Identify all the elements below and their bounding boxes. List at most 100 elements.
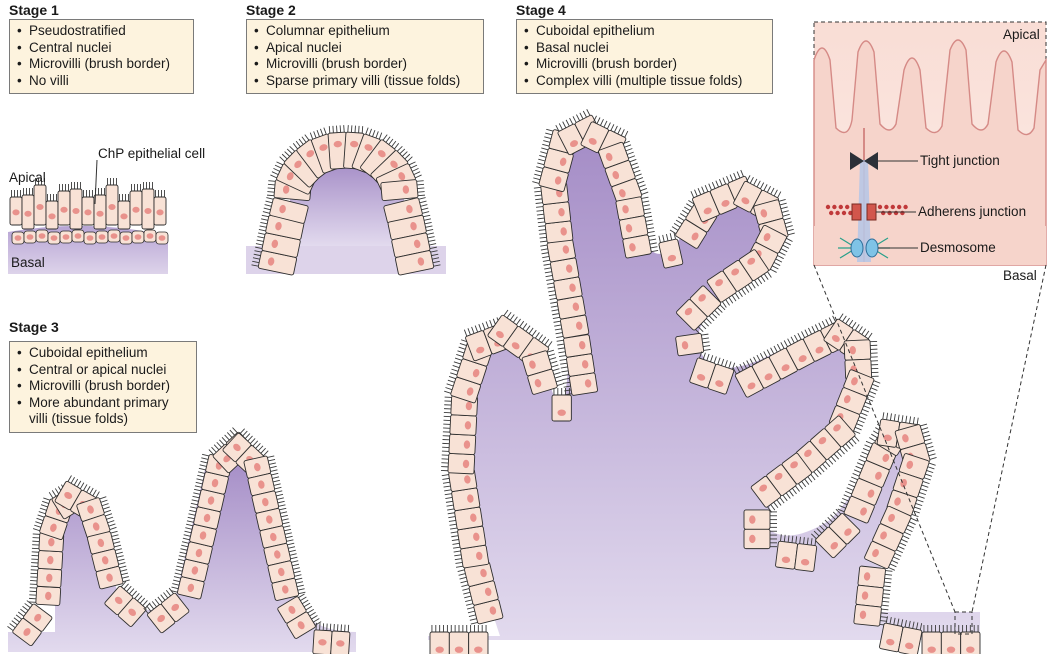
epithelial-cell	[442, 414, 478, 436]
nucleus	[569, 140, 578, 148]
nucleus	[306, 150, 315, 158]
nucleus	[833, 424, 841, 432]
epithelial-cell	[11, 231, 25, 245]
stage-2-bullet-item: Apical nuclei	[254, 40, 476, 57]
nucleus	[906, 460, 914, 469]
epithelial-cell	[105, 178, 119, 226]
nucleus	[207, 496, 215, 505]
nucleus	[480, 568, 487, 578]
epithelial-cell	[263, 542, 298, 566]
nucleus	[398, 172, 406, 181]
nucleus	[578, 341, 586, 350]
epithelial-cell	[843, 369, 881, 399]
nucleus	[294, 160, 302, 169]
adherens-junction-icon	[825, 203, 908, 221]
epithelial-cell	[262, 197, 309, 224]
epithelial-cell	[706, 270, 740, 308]
stage-4-bullet-item: Complex villi (multiple tissue folds)	[524, 73, 765, 90]
nucleus	[759, 484, 768, 492]
nucleus	[114, 596, 123, 605]
nucleus	[667, 254, 677, 262]
nucleus	[267, 257, 275, 266]
epithelial-cell	[441, 468, 478, 492]
epithelial-cell	[743, 528, 777, 550]
epithelial-cell	[810, 428, 845, 465]
epithelial-cell	[855, 584, 891, 608]
epithelial-cell	[143, 229, 157, 243]
nucleus	[171, 603, 180, 612]
epithelial-cell	[29, 568, 63, 588]
epithelial-cell	[271, 577, 306, 601]
nucleus	[625, 224, 633, 233]
nucleus	[279, 204, 286, 214]
epithelial-cell	[107, 229, 121, 243]
nucleus	[715, 380, 724, 387]
nucleus	[560, 227, 567, 236]
nucleus	[863, 572, 871, 581]
stage-4-title: Stage 4	[516, 2, 566, 18]
nucleus	[559, 157, 567, 166]
epithelial-cell	[463, 324, 493, 362]
nucleus	[619, 189, 626, 198]
epithelial-cell	[537, 147, 574, 174]
epithelial-cell	[598, 140, 636, 169]
epithelial-cell	[54, 475, 85, 511]
stage-2-box: Columnar epitheliumApical nucleiMicrovil…	[246, 19, 484, 94]
nucleus	[872, 549, 879, 558]
nucleus	[581, 360, 589, 369]
epithelial-cell	[21, 188, 35, 230]
epithelial-cell	[117, 194, 131, 230]
nucleus	[211, 478, 219, 488]
nucleus	[774, 472, 783, 481]
nucleus	[233, 443, 241, 452]
nucleus	[888, 513, 895, 522]
nucleus	[612, 170, 620, 180]
nucleus	[691, 232, 699, 241]
stage-3-bullet-item: Central or apical nuclei	[17, 362, 189, 379]
epithelial-cell	[380, 179, 425, 201]
stage-4-bullet-item: Microvilli (brush border)	[524, 56, 765, 73]
nucleus	[781, 556, 791, 564]
inset-intercellular-space	[857, 160, 871, 262]
epithelial-cell	[781, 452, 816, 490]
nucleus	[741, 197, 750, 205]
nucleus	[402, 185, 410, 194]
nucleus	[48, 538, 55, 547]
nucleus	[266, 515, 273, 524]
epithelial-cell	[59, 230, 73, 244]
epithelial-cell	[33, 178, 47, 226]
nucleus	[749, 534, 756, 544]
epithelial-cell	[898, 453, 936, 481]
zoom-line-right	[971, 264, 1047, 613]
epithelial-cell	[960, 625, 981, 654]
epithelial-cell	[444, 487, 481, 512]
epithelial-cell	[23, 230, 37, 244]
nucleus	[270, 532, 277, 542]
epithelial-cell	[766, 342, 798, 380]
nucleus	[851, 377, 858, 386]
epithelial-cell	[852, 458, 890, 488]
epithelial-cell	[836, 387, 874, 416]
stage-1-bullet-item: Pseudostratified	[17, 23, 186, 40]
epithelial-cell	[466, 599, 504, 625]
nucleus	[467, 494, 474, 503]
epithelial-cell	[267, 560, 302, 584]
nucleus	[464, 475, 471, 484]
epithelial-cell	[450, 525, 487, 550]
nucleus	[106, 573, 113, 582]
nucleus	[966, 646, 975, 653]
nucleus	[274, 550, 281, 559]
epithelial-cell	[550, 295, 586, 320]
nucleus	[629, 243, 636, 252]
nucleus	[830, 542, 838, 550]
nucleus	[454, 646, 464, 653]
nucleus	[760, 209, 768, 218]
stage-4-epithelium	[429, 109, 981, 654]
nucleus	[187, 583, 195, 593]
epithelial-cell	[95, 565, 130, 590]
nucleus	[34, 613, 42, 622]
nucleus	[894, 497, 901, 506]
nucleus	[584, 379, 592, 388]
nucleus	[558, 208, 565, 217]
nucleus	[45, 591, 52, 601]
